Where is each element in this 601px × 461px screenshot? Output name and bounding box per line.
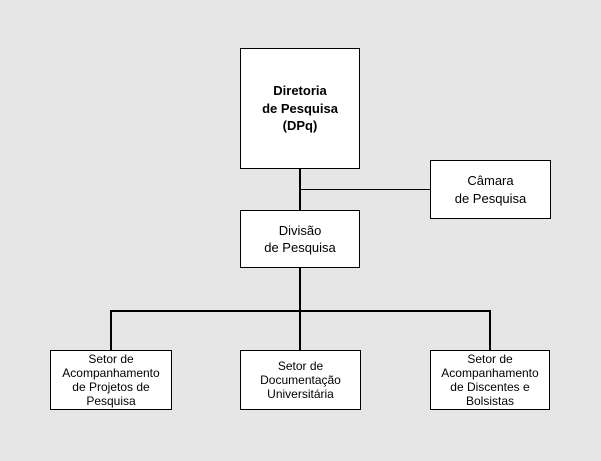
connector-divisao-stem: [299, 268, 301, 311]
org-box-diretoria-label: Diretoria de Pesquisa (DPq): [262, 83, 338, 134]
org-box-divisao-de-pesquisa: Divisão de Pesquisa: [240, 210, 360, 268]
connector-drop-setor-projetos: [110, 310, 112, 350]
org-box-setor-discentes-label: Setor de Acompanhamento de Discentes e B…: [441, 352, 539, 408]
org-box-setor-projetos-label: Setor de Acompanhamento de Projetos de P…: [62, 352, 160, 408]
connector-drop-setor-documentacao: [299, 310, 301, 350]
connector-branch-to-camara: [300, 188, 430, 190]
org-box-divisao-label: Divisão de Pesquisa: [264, 222, 336, 256]
connector-rake-horizontal: [110, 310, 491, 312]
connector-drop-setor-discentes: [489, 310, 491, 350]
connector-diretoria-to-divisao: [299, 169, 301, 211]
org-box-camara-de-pesquisa: Câmara de Pesquisa: [430, 160, 551, 219]
org-box-diretoria-de-pesquisa: Diretoria de Pesquisa (DPq): [240, 48, 360, 169]
org-box-setor-projetos: Setor de Acompanhamento de Projetos de P…: [50, 350, 172, 410]
org-box-setor-discentes: Setor de Acompanhamento de Discentes e B…: [430, 350, 550, 410]
org-box-camara-label: Câmara de Pesquisa: [454, 173, 527, 206]
org-box-setor-documentacao: Setor de Documentação Universitária: [240, 350, 361, 410]
org-box-setor-documentacao-label: Setor de Documentação Universitária: [260, 359, 341, 401]
